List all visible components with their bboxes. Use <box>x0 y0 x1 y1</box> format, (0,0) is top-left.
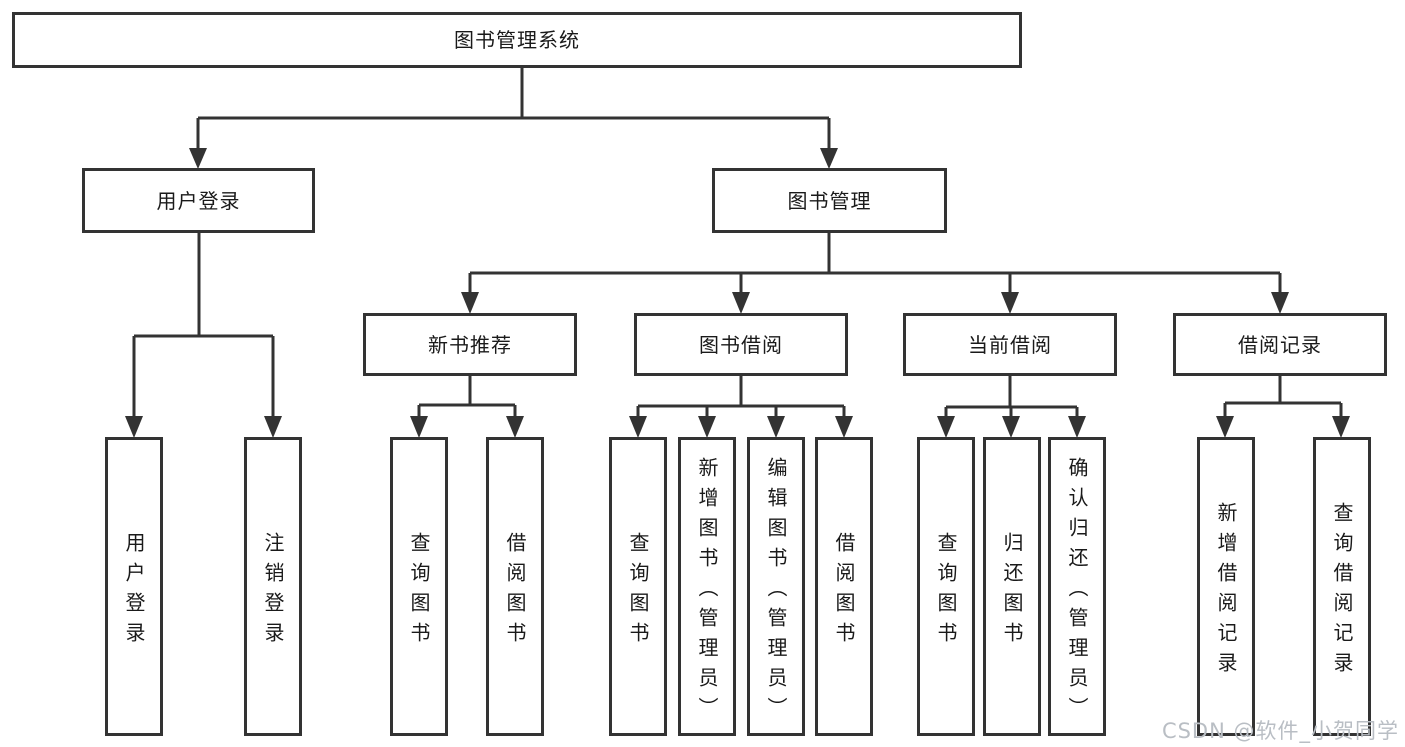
node-new-book-recommend: 新书推荐 <box>363 313 577 376</box>
leaf-query-book-recommend: 查询图书 <box>390 437 448 736</box>
leaf-label: 查询图书 <box>626 531 650 652</box>
node-label: 图书管理系统 <box>454 28 580 52</box>
node-label: 借阅记录 <box>1238 332 1322 357</box>
node-user-login: 用户登录 <box>82 168 315 233</box>
leaf-query-borrow-record: 查询借阅记录 <box>1313 437 1371 736</box>
node-label: 图书管理 <box>787 188 872 213</box>
node-label: 当前借阅 <box>968 332 1052 357</box>
leaf-label: 编辑图书（管理员） <box>764 456 788 727</box>
leaf-label: 查询借阅记录 <box>1330 501 1354 682</box>
node-label: 用户登录 <box>156 188 241 213</box>
node-current-borrow: 当前借阅 <box>903 313 1117 376</box>
leaf-label: 确认归还（管理员） <box>1065 456 1089 727</box>
node-label: 新书推荐 <box>428 332 512 357</box>
leaf-confirm-return-admin: 确认归还（管理员） <box>1048 437 1106 736</box>
leaf-logout: 注销登录 <box>244 437 302 736</box>
leaf-query-current-borrow: 查询图书 <box>917 437 975 736</box>
leaf-label: 借阅图书 <box>832 531 856 652</box>
node-book-management: 图书管理 <box>712 168 947 233</box>
leaf-label: 查询图书 <box>934 531 958 652</box>
leaf-label: 新增图书（管理员） <box>695 456 719 727</box>
leaf-label: 借阅图书 <box>503 531 527 652</box>
node-library-system: 图书管理系统 <box>12 12 1022 68</box>
leaf-user-login: 用户登录 <box>105 437 163 736</box>
leaf-label: 用户登录 <box>122 531 146 652</box>
leaf-label: 归还图书 <box>1000 531 1024 652</box>
leaf-add-borrow-record: 新增借阅记录 <box>1197 437 1255 736</box>
leaf-return-book: 归还图书 <box>983 437 1041 736</box>
node-book-borrow: 图书借阅 <box>634 313 848 376</box>
leaf-label: 注销登录 <box>261 531 285 652</box>
csdn-watermark: CSDN @软件_小贺同学 <box>1161 719 1399 743</box>
arrowheads <box>125 148 1350 438</box>
leaf-borrow-book: 借阅图书 <box>815 437 873 736</box>
leaf-label: 查询图书 <box>407 531 431 652</box>
leaf-borrow-book-recommend: 借阅图书 <box>486 437 544 736</box>
leaf-edit-book-admin: 编辑图书（管理员） <box>747 437 805 736</box>
node-label: 图书借阅 <box>699 332 783 357</box>
leaf-label: 新增借阅记录 <box>1214 501 1238 682</box>
leaf-add-book-admin: 新增图书（管理员） <box>678 437 736 736</box>
leaf-query-book: 查询图书 <box>609 437 667 736</box>
node-borrow-records: 借阅记录 <box>1173 313 1387 376</box>
